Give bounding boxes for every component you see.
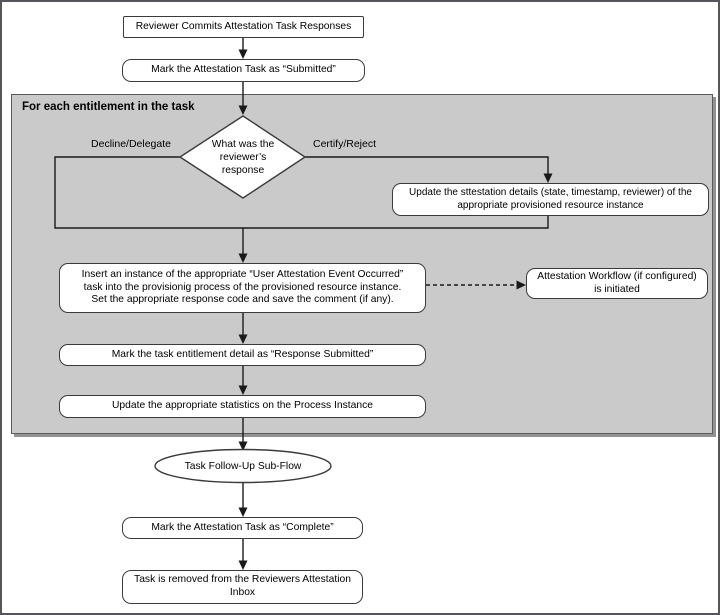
node-start-label: Reviewer Commits Attestation Task Respon…	[135, 20, 352, 32]
connector-decline-branch	[54, 156, 243, 229]
arrowhead-into-complete	[238, 507, 248, 517]
arrowhead-into-subflow	[238, 441, 248, 451]
node-remove-task: Task is removed from the Reviewers Attes…	[122, 570, 363, 604]
node-subflow-text: Task Follow-Up Sub-Flow	[184, 460, 302, 472]
arrowhead-into-update-attestation	[543, 173, 553, 183]
node-mark-response-submitted: Mark the task entitlement detail as “Res…	[59, 344, 426, 366]
edge-label-decline-delegate: Decline/Delegate	[91, 138, 171, 150]
arrowhead-into-statistics	[238, 385, 248, 395]
node-insert-event: Insert an instance of the appropriate “U…	[59, 263, 426, 313]
connector-certify-branch	[305, 156, 549, 174]
node-update-attestation: Update the sttestation details (state, t…	[392, 183, 709, 216]
node-mark-response-submitted-label: Mark the task entitlement detail as “Res…	[111, 348, 374, 360]
arrowhead-into-workflow	[516, 280, 526, 290]
node-mark-complete: Mark the Attestation Task as “Complete”	[122, 517, 363, 539]
arrowhead-into-removed	[238, 560, 248, 570]
node-update-statistics-label: Update the appropriate statistics on the…	[111, 400, 373, 412]
edge-label-certify-reject: Certify/Reject	[313, 138, 377, 150]
arrowhead-into-insert-event	[238, 253, 248, 263]
connector-update-return	[243, 216, 549, 229]
arrowhead-into-decision	[238, 105, 248, 115]
node-start: Reviewer Commits Attestation Task Respon…	[123, 16, 364, 38]
arrowhead-into-mark-submitted	[238, 49, 248, 59]
node-mark-complete-label: Mark the Attestation Task as “Complete”	[151, 521, 334, 533]
subflow-ellipse-shape	[154, 448, 332, 484]
decision-diamond-shape	[178, 115, 307, 199]
node-mark-submitted: Mark the Attestation Task as “Submitted”	[122, 59, 365, 82]
node-mark-submitted-label: Mark the Attestation Task as “Submitted”	[151, 64, 336, 76]
node-update-statistics: Update the appropriate statistics on the…	[59, 395, 426, 418]
arrowhead-into-response-submitted	[238, 334, 248, 344]
region-label: For each entitlement in the task	[22, 101, 195, 113]
node-attestation-workflow: Attestation Workflow (if configured) is …	[526, 268, 708, 299]
decision-diamond-text: What was the reviewer’s response	[211, 138, 275, 176]
